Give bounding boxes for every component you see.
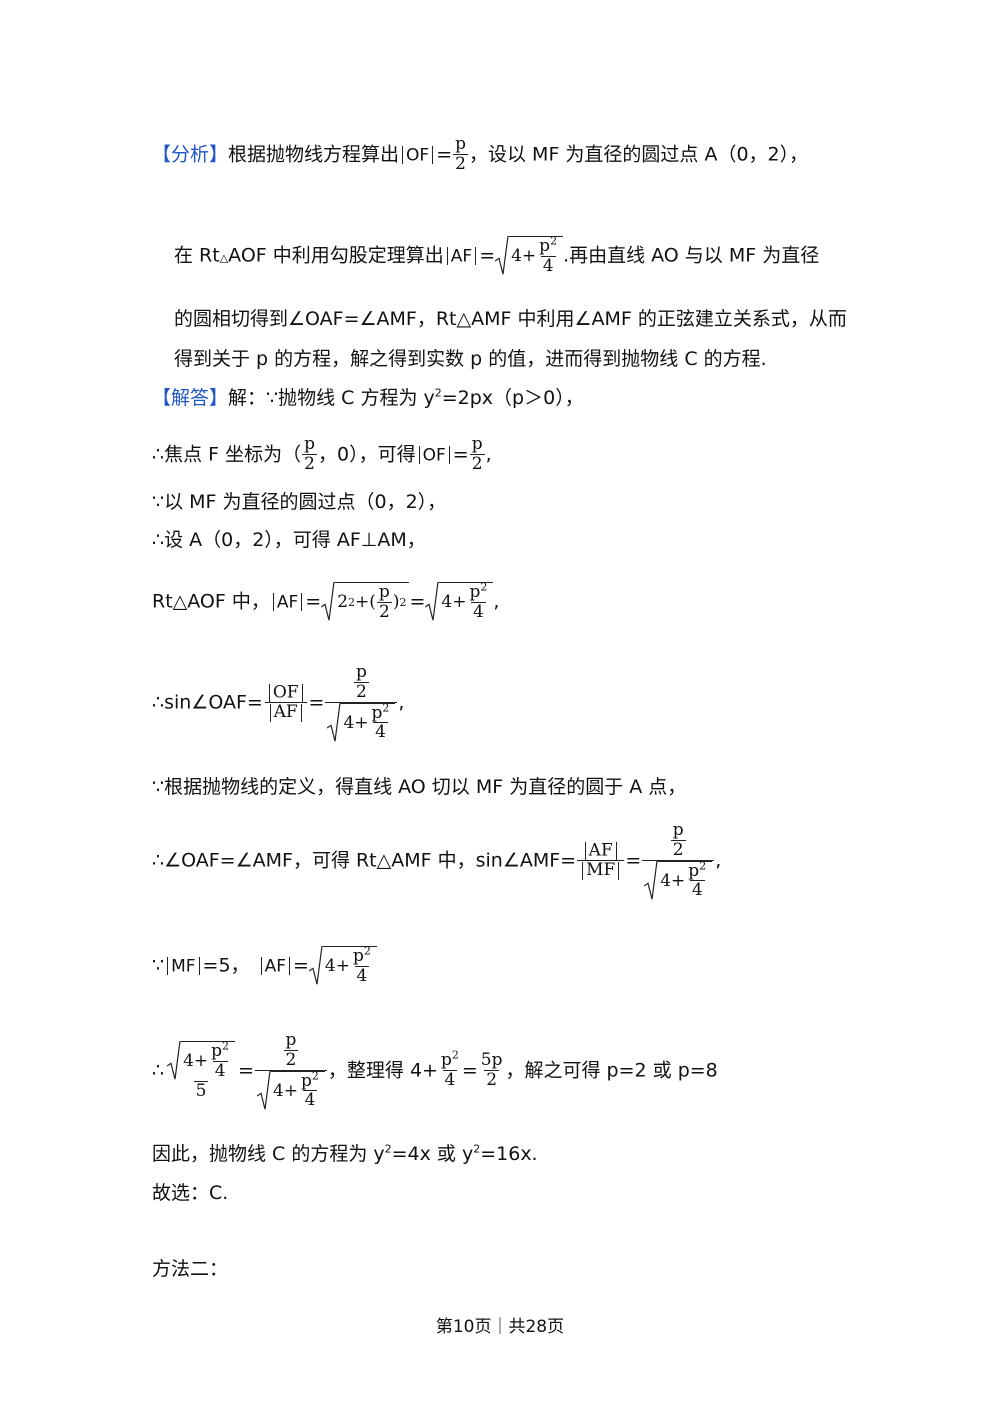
analysis-text: .再由直线 AO 与以 MF 为直径: [563, 244, 820, 267]
solution-text: ∴sin∠OAF=: [152, 691, 263, 714]
analysis-line-3: 的圆相切得到∠OAF=∠AMF，Rt△AMF 中利用∠AMF 的正弦建立关系式，…: [174, 308, 847, 330]
eq: =: [479, 244, 496, 267]
solution-line-11: 因此，抛物线 C 的方程为 y2=4x 或 y2=16x.: [152, 1142, 538, 1165]
analysis-line-4: 得到关于 p 的方程，解之得到实数 p 的值，进而得到抛物线 C 的方程.: [174, 348, 767, 370]
analysis-text: AOF 中利用勾股定理算出: [228, 244, 444, 267]
analysis-text: 根据抛物线方程算出: [228, 143, 400, 166]
solution-line-3: ∵以 MF 为直径的圆过点（0，2），: [152, 491, 447, 513]
solution-text: ∴∠OAF=∠AMF，可得 Rt△AMF 中，sin∠AMF=: [152, 849, 577, 872]
eq: =: [436, 143, 453, 166]
abs-af: AF: [450, 246, 473, 267]
triangle-symbol: △: [219, 251, 229, 265]
abs-of: OF: [406, 145, 430, 166]
solution-text: 解：∵抛物线 C 方程为 y: [228, 387, 435, 409]
solution-text: ，0），可得: [318, 443, 416, 466]
solution-line-7: ∵根据抛物线的定义，得直线 AO 切以 MF 为直径的圆于 A 点，: [152, 776, 687, 798]
solution-text: ∴焦点 F 坐标为（: [152, 443, 302, 466]
solution-line-4: ∴设 A（0，2），可得 AF⊥AM，: [152, 529, 426, 551]
analysis-tag: 【分析】: [152, 143, 229, 166]
method-two-heading: 方法二：: [152, 1258, 229, 1280]
solution-line-1: 【解答】解：∵抛物线 C 方程为 y2=2px（p＞0），: [152, 386, 584, 409]
solution-text: Rt△AOF 中，: [152, 590, 270, 613]
page-footer: 第10页｜共28页: [435, 1317, 565, 1337]
analysis-text: ，设以 MF 为直径的圆过点 A（0，2），: [469, 143, 809, 166]
solution-tag: 【解答】: [152, 387, 229, 409]
solution-text: =2px（p＞0），: [441, 387, 584, 409]
solution-line-12: 故选：C.: [152, 1182, 229, 1204]
analysis-text: 在 Rt: [174, 244, 220, 267]
abs-of: OF: [422, 445, 446, 466]
